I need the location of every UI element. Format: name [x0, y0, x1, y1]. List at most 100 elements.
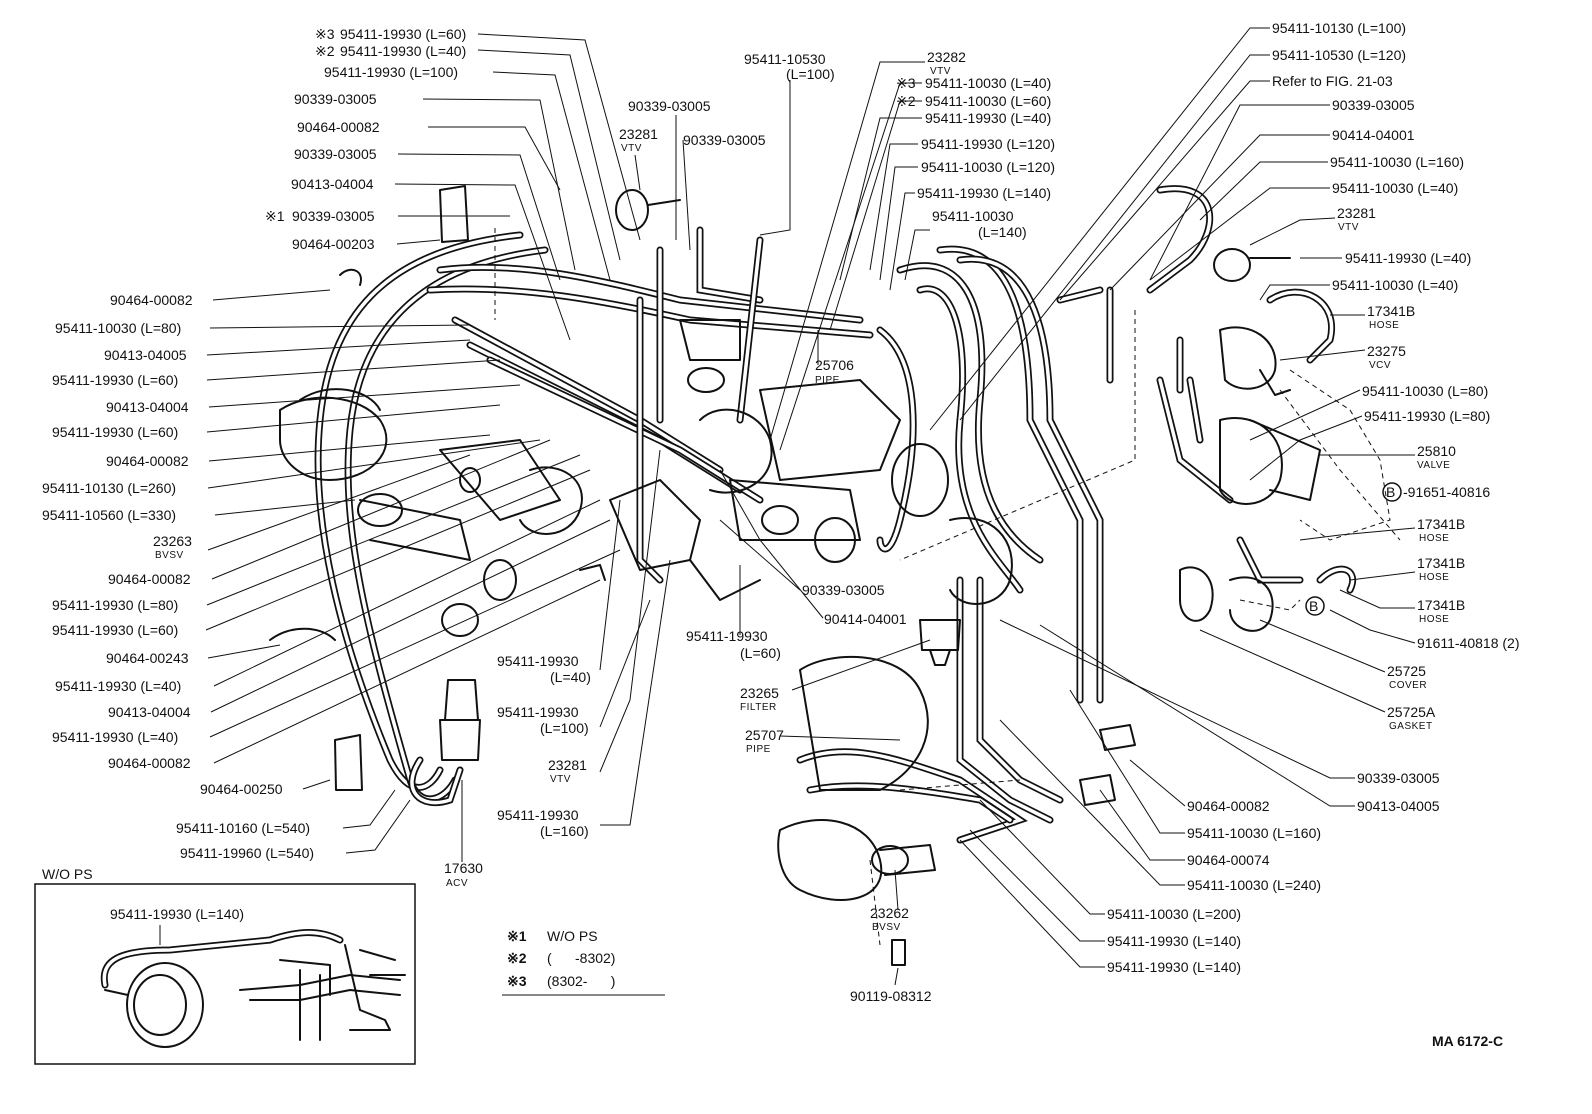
diagram-id: MA 6172-C	[1432, 1033, 1503, 1049]
part-label: 95411-19930	[686, 628, 768, 644]
part-label: 17341B	[1417, 555, 1465, 571]
callout-circle	[1382, 482, 1402, 502]
part-label: 90464-00074	[1187, 852, 1270, 868]
part-label: 90339-03005	[294, 91, 377, 107]
part-label: 23262	[870, 905, 909, 921]
part-sublabel: VTV	[1338, 222, 1359, 233]
part-label: 95411-19930	[497, 704, 579, 720]
part-label: 95411-19930 (L=40)	[55, 678, 181, 694]
labels-left: ※3 95411-19930 (L=60) ※2 95411-19930 (L=…	[42, 26, 466, 861]
part-sublabel: FILTER	[740, 702, 777, 713]
part-label: 90413-04004	[108, 704, 191, 720]
callout-letter: B	[1386, 484, 1395, 500]
part-label: 95411-10030 (L=40)	[925, 75, 1051, 91]
notes-legend: ※1 W/O PS ※2 ( -8302) ※3 (8302- )	[502, 928, 665, 996]
part-label: 90464-00082	[108, 755, 191, 771]
part-label: 95411-19930 (L=60)	[52, 372, 178, 388]
part-label: 90339-03005	[802, 582, 885, 598]
part-label: -91651-40816	[1403, 484, 1490, 500]
labels-right: 95411-10130 (L=100) 95411-10530 (L=120) …	[896, 20, 1519, 975]
part-label: 90464-00082	[106, 453, 189, 469]
part-label: 25707	[745, 727, 784, 743]
part-label: 95411-19960 (L=540)	[180, 845, 314, 861]
part-label: 95411-10030 (L=160)	[1187, 825, 1321, 841]
part-sublabel: VTV	[930, 66, 951, 77]
part-label: 95411-10030 (L=240)	[1187, 877, 1321, 893]
part-label: 90464-00082	[1187, 798, 1270, 814]
part-sublabel: (L=100)	[540, 720, 589, 736]
part-label: 91611-40818 (2)	[1417, 635, 1519, 651]
part-label: 90464-00082	[297, 119, 380, 135]
part-label: 90464-00082	[108, 571, 191, 587]
callout-circle	[1305, 596, 1325, 616]
part-sublabel: (L=100)	[786, 66, 835, 82]
note-text: (8302- )	[547, 973, 615, 989]
inset-title: W/O PS	[42, 866, 93, 882]
part-label: 95411-10160 (L=540)	[176, 820, 310, 836]
prefix-mark: ※1	[265, 208, 285, 224]
part-sublabel: HOSE	[1419, 533, 1449, 544]
part-label: 90464-00243	[106, 650, 189, 666]
part-sublabel: HOSE	[1419, 572, 1449, 583]
part-label: Refer to FIG. 21-03	[1272, 73, 1393, 89]
part-label: 95411-10130 (L=100)	[1272, 20, 1406, 36]
part-label: 90464-00082	[110, 292, 193, 308]
part-label: 90414-04001	[1332, 127, 1415, 143]
part-label: 17341B	[1367, 303, 1415, 319]
part-sublabel: HOSE	[1369, 320, 1399, 331]
part-label: 90339-03005	[294, 146, 377, 162]
prefix-mark: ※3	[896, 75, 916, 91]
part-label: 17341B	[1417, 516, 1465, 532]
part-label: 95411-19930 (L=60)	[52, 424, 178, 440]
note-mark: ※1	[507, 928, 527, 944]
part-label: 95411-19930 (L=80)	[1364, 408, 1490, 424]
part-label: 95411-10530	[744, 51, 826, 67]
part-sublabel: BVSV	[872, 922, 901, 933]
part-label: 95411-19930 (L=40)	[1345, 250, 1471, 266]
part-label: 90464-00250	[200, 781, 283, 797]
part-label: 25706	[815, 357, 854, 373]
part-label: 95411-19930 (L=60)	[52, 622, 178, 638]
part-label: 95411-19930 (L=40)	[52, 729, 178, 745]
inset-label: 95411-19930 (L=140)	[110, 906, 244, 922]
part-label: 23265	[740, 685, 779, 701]
part-label: 17630	[444, 860, 483, 876]
part-sublabel: PIPE	[815, 375, 840, 386]
part-label: 90413-04005	[1357, 798, 1440, 814]
part-sublabel: COVER	[1389, 680, 1427, 691]
part-label: 90414-04001	[824, 611, 907, 627]
labels-center: 95411-10530 (L=100) 23282 VTV 90339-0300…	[444, 49, 966, 1004]
part-label: 23281	[1337, 205, 1376, 221]
callout-letter: B	[1309, 598, 1318, 614]
part-label: 90413-04004	[291, 176, 374, 192]
part-sublabel: (L=140)	[978, 224, 1027, 240]
part-label: 95411-10560 (L=330)	[42, 507, 176, 523]
part-label: 17341B	[1417, 597, 1465, 613]
part-label: 95411-10030 (L=160)	[1330, 154, 1464, 170]
part-label: 23281	[619, 126, 658, 142]
part-label: 90464-00203	[292, 236, 375, 252]
part-sublabel: VCV	[1369, 360, 1391, 371]
part-label: 90339-03005	[628, 98, 711, 114]
part-label: 95411-19930 (L=120)	[921, 136, 1055, 152]
part-label: 95411-19930 (L=100)	[324, 64, 458, 80]
part-label: 95411-10030	[932, 208, 1014, 224]
note-text: W/O PS	[547, 928, 598, 944]
part-label: 90339-03005	[292, 208, 375, 224]
engine-drawing	[269, 185, 1357, 966]
part-label: 90413-04004	[106, 399, 189, 415]
inset-wo-ps: W/O PS 95411-19930 (L=140)	[34, 866, 416, 1065]
part-sublabel: ACV	[446, 878, 468, 889]
part-label: 90339-03005	[1357, 770, 1440, 786]
part-label: 95411-10030 (L=80)	[1362, 383, 1488, 399]
part-label: 95411-10530 (L=120)	[1272, 47, 1406, 63]
prefix-mark: ※2	[896, 93, 916, 109]
part-label: 95411-19930 (L=40)	[925, 110, 1051, 126]
part-label: 90339-03005	[1332, 97, 1415, 113]
part-sublabel: GASKET	[1389, 721, 1433, 732]
part-label: 95411-19930 (L=60)	[340, 26, 466, 42]
part-label: 95411-19930	[497, 807, 579, 823]
part-label: 95411-19930 (L=80)	[52, 597, 178, 613]
part-label: 95411-10030 (L=40)	[1332, 180, 1458, 196]
